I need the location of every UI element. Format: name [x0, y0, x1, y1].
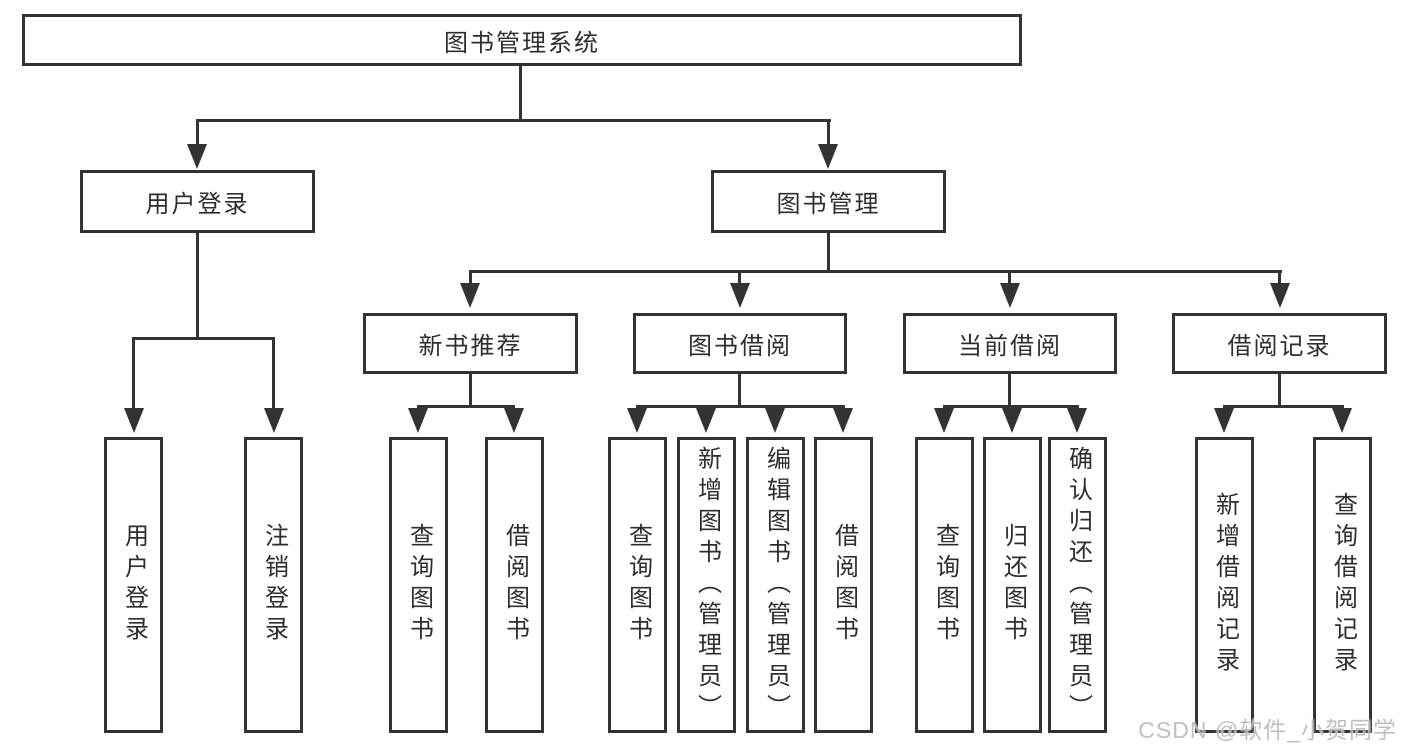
- connector-drop-level3: [469, 273, 472, 283]
- arrowhead-down-icon: [187, 144, 207, 169]
- connector-newbook-rail: [417, 405, 515, 408]
- connector-root-stem: [519, 66, 522, 120]
- arrowhead-down-icon: [1332, 408, 1352, 433]
- arrowhead-down-icon: [408, 408, 428, 433]
- connector-drop-book-management: [827, 122, 830, 144]
- arrowhead-down-icon: [1067, 408, 1087, 433]
- connector-current-stem: [1008, 374, 1011, 406]
- arrowhead-down-icon: [264, 408, 284, 433]
- leaf-add-borrow-record: 新增借阅记录: [1195, 437, 1254, 733]
- arrowhead-down-icon: [124, 408, 144, 433]
- leaf-user-login: 用户登录: [104, 437, 163, 733]
- connector-records-stem: [1278, 374, 1281, 406]
- arrowhead-down-icon: [627, 408, 647, 433]
- connector-drop-level3: [1278, 273, 1281, 283]
- connector-newbook-stem: [469, 374, 472, 406]
- leaf-borrow-books: 借阅图书: [485, 437, 544, 733]
- arrowhead-down-icon: [1270, 283, 1290, 308]
- leaf-query-books: 查询图书: [389, 437, 448, 733]
- connector-drop-leaf: [132, 340, 135, 408]
- arrowhead-down-icon: [460, 283, 480, 308]
- connector-drop-level3: [1008, 273, 1011, 283]
- connector-bookmgmt-stem: [827, 233, 830, 271]
- node-user-login: 用户登录: [80, 170, 315, 233]
- node-book-management: 图书管理: [711, 170, 946, 233]
- leaf-edit-books-admin: 编辑图书（管理员）: [746, 437, 805, 733]
- arrowhead-down-icon: [1000, 283, 1020, 308]
- connector-drop-leaf: [272, 340, 275, 408]
- node-library-management-system: 图书管理系统: [22, 14, 1022, 66]
- connector-drop-level3: [738, 273, 741, 283]
- connector-borrowing-stem: [738, 374, 741, 406]
- csdn-watermark: CSDN @软件_小贺同学: [1138, 717, 1397, 743]
- leaf-add-books-admin: 新增图书（管理员）: [677, 437, 736, 733]
- connector-userlogin-rail: [132, 337, 275, 340]
- arrowhead-down-icon: [765, 408, 785, 433]
- leaf-query-books: 查询图书: [915, 437, 974, 733]
- arrowhead-down-icon: [730, 283, 750, 308]
- arrowhead-down-icon: [818, 144, 838, 169]
- node-borrowing-records: 借阅记录: [1172, 313, 1387, 374]
- node-book-borrowing: 图书借阅: [633, 313, 847, 374]
- connector-current-rail: [943, 405, 1079, 408]
- arrowhead-down-icon: [1002, 408, 1022, 433]
- arrowhead-down-icon: [504, 408, 524, 433]
- connector-records-rail: [1223, 405, 1344, 408]
- arrowhead-down-icon: [696, 408, 716, 433]
- leaf-query-books: 查询图书: [608, 437, 667, 733]
- leaf-query-borrow-record: 查询借阅记录: [1313, 437, 1372, 733]
- arrowhead-down-icon: [934, 408, 954, 433]
- connector-userlogin-stem: [196, 233, 199, 337]
- connector-drop-user-login: [196, 122, 199, 144]
- leaf-confirm-return-admin: 确认归还（管理员）: [1048, 437, 1107, 733]
- leaf-logout: 注销登录: [244, 437, 303, 733]
- arrowhead-down-icon: [1214, 408, 1234, 433]
- connector-root-rail: [196, 119, 831, 122]
- arrowhead-down-icon: [833, 408, 853, 433]
- node-new-book-recommendation: 新书推荐: [363, 313, 578, 374]
- leaf-borrow-books: 借阅图书: [814, 437, 873, 733]
- connector-borrowing-rail: [636, 405, 845, 408]
- leaf-return-books: 归还图书: [983, 437, 1042, 733]
- connector-bookmgmt-rail: [469, 270, 1282, 273]
- node-current-borrowing: 当前借阅: [903, 313, 1117, 374]
